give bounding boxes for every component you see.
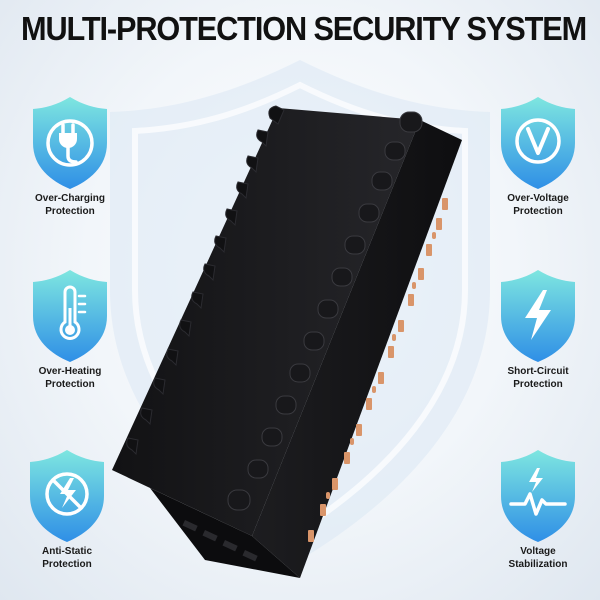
feature-label-line2: Protection — [513, 205, 563, 217]
feature-label-line1: Over-Voltage — [507, 193, 569, 204]
feature-label-line1: Voltage — [520, 546, 556, 557]
feature-label-line2: Protection — [45, 205, 95, 217]
feature-short-circuit: Short-Circuit Protection — [473, 268, 600, 391]
feature-over-voltage: Over-Voltage Protection — [473, 95, 600, 218]
feature-label-line2: Stabilization — [508, 558, 568, 570]
feature-over-charging: Over-Charging Protection — [5, 95, 135, 218]
feature-label-line1: Anti-Static — [42, 546, 92, 557]
plug-icon — [33, 97, 107, 189]
anti-static-icon — [30, 450, 104, 542]
lightning-icon — [501, 270, 575, 362]
feature-voltage-stabilization: Voltage Stabilization — [473, 448, 600, 571]
feature-label-line1: Short-Circuit — [507, 366, 569, 377]
feature-label-line1: Over-Heating — [38, 366, 102, 377]
feature-label-line1: Over-Charging — [34, 193, 105, 204]
feature-label-line2: Protection — [42, 558, 92, 570]
feature-label-line2: Protection — [45, 378, 95, 390]
page-title: MULTI-PROTECTION SECURITY SYSTEM — [21, 10, 587, 47]
pulse-icon — [501, 450, 575, 542]
voltage-icon — [501, 97, 575, 189]
feature-over-heating: Over-Heating Protection — [5, 268, 135, 391]
feature-label-line2: Protection — [513, 378, 563, 390]
feature-anti-static: Anti-Static Protection — [2, 448, 132, 571]
thermometer-icon — [33, 270, 107, 362]
